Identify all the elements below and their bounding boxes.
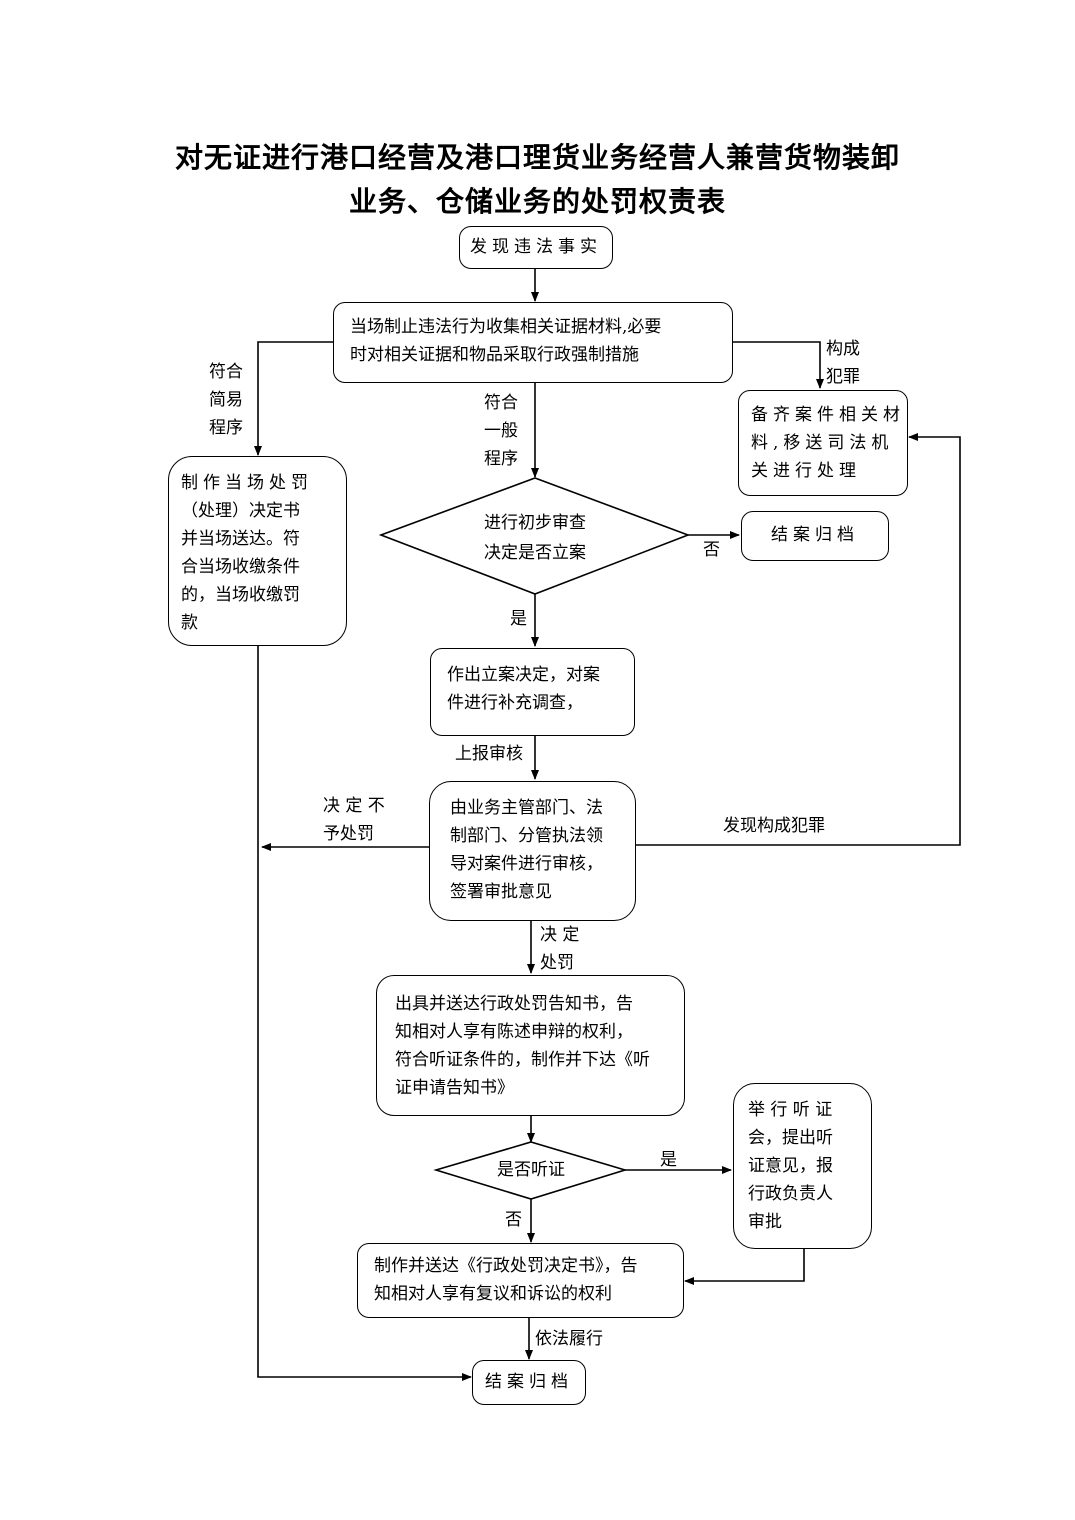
label-text: 程序 xyxy=(484,449,518,469)
node-text: 出具并送达行政处罚告知书，告 xyxy=(395,994,633,1014)
node-text: （处理）决定书 xyxy=(181,501,300,521)
node-text: 作出立案决定，对案 xyxy=(447,665,600,685)
label-yes-2: 是 xyxy=(660,1150,677,1170)
node-text: 制部门、分管执法领 xyxy=(450,826,603,846)
node-close-case-1: 结案归档 xyxy=(741,511,889,561)
node-text: 符合听证条件的，制作并下达《听 xyxy=(395,1050,650,1070)
node-text: 证意见，报 xyxy=(748,1156,833,1176)
label-crime-2: 发现构成犯罪 xyxy=(723,816,825,836)
node-text: 签署审批意见 xyxy=(450,882,552,902)
node-text: 知相对人享有复议和诉讼的权利 xyxy=(374,1284,612,1304)
node-file-case: 作出立案决定，对案 件进行补充调查， xyxy=(430,648,635,736)
node-text: 导对案件进行审核， xyxy=(450,854,603,874)
node-text: 并当场送达。符 xyxy=(181,529,300,549)
node-text: 当场制止违法行为收集相关证据材料,必要 xyxy=(350,317,662,337)
label-simple-procedure: 符合 简易 程序 xyxy=(209,358,243,442)
label-text: 程序 xyxy=(209,418,243,438)
label-perform: 依法履行 xyxy=(535,1329,603,1349)
label-no-1: 否 xyxy=(703,540,720,560)
node-text: 的，当场收缴罚 xyxy=(181,585,300,605)
node-review: 由业务主管部门、法 制部门、分管执法领 导对案件进行审核， 签署审批意见 xyxy=(429,781,636,921)
node-text: 决定是否立案 xyxy=(484,543,586,563)
node-penalty-decision: 制作并送达《行政处罚决定书》，告 知相对人享有复议和诉讼的权利 xyxy=(357,1243,684,1318)
node-text: 知相对人享有陈述申辩的权利， xyxy=(395,1022,633,1042)
arrow-review-to-transfer xyxy=(636,433,961,846)
node-stop-and-collect: 当场制止违法行为收集相关证据材料,必要 时对相关证据和物品采取行政强制措施 xyxy=(333,302,733,383)
node-close-case-2: 结案归档 xyxy=(472,1360,586,1405)
node-prelim-review: 进行初步审查 决定是否立案 xyxy=(450,508,620,568)
node-text: 举 行 听 证 xyxy=(748,1100,833,1120)
decision-diamond-hearing xyxy=(433,1141,628,1200)
node-text: 备齐案件相关材 xyxy=(751,405,905,425)
arrow-stop-to-simple xyxy=(254,341,333,456)
arrow-simple-to-close xyxy=(257,646,472,1381)
label-report-review: 上报审核 xyxy=(455,744,523,764)
node-hold-hearing: 举 行 听 证 会，提出听 证意见，报 行政负责人 审批 xyxy=(733,1083,872,1249)
node-text: 料,移送司法机 xyxy=(751,433,894,453)
label-text: 符合 xyxy=(484,393,518,413)
label-no-2: 否 xyxy=(505,1210,522,1230)
node-hearing-question: 是否听证 xyxy=(466,1157,596,1183)
node-text: 进行初步审查 xyxy=(484,513,586,533)
node-text: 由业务主管部门、法 xyxy=(450,798,603,818)
decision-diamond-prelim xyxy=(378,477,691,595)
node-text: 审批 xyxy=(748,1212,782,1232)
label-text: 简易 xyxy=(209,390,243,410)
node-text: 结案归档 xyxy=(771,525,859,545)
label-text: 符合 xyxy=(209,362,243,382)
label-general-procedure: 符合 一般 程序 xyxy=(484,389,518,473)
label-no-penalty: 决 定 不 予处罚 xyxy=(323,792,385,848)
node-text: 会，提出听 xyxy=(748,1128,833,1148)
label-decide-penalty: 决 定 处罚 xyxy=(540,921,579,977)
node-text: 发现违法事实 xyxy=(470,237,602,257)
node-text: 证申请告知书》 xyxy=(395,1078,514,1098)
label-text: 予处罚 xyxy=(323,824,374,844)
label-yes-1: 是 xyxy=(510,609,527,629)
arrow-hearing-to-decision xyxy=(684,1249,805,1285)
page-title-line2: 业务、仓储业务的处罚权责表 xyxy=(348,185,726,218)
node-simple-penalty: 制作当场处罚 （处理）决定书 并当场送达。符 合当场收缴条件 的，当场收缴罚 款 xyxy=(168,456,347,646)
node-text: 制作并送达《行政处罚决定书》，告 xyxy=(374,1256,638,1276)
node-text: 是否听证 xyxy=(497,1160,565,1180)
label-text: 犯罪 xyxy=(826,367,860,387)
node-text: 时对相关证据和物品采取行政强制措施 xyxy=(350,345,639,365)
page-title-line1: 对无证进行港口经营及港口理货业务经营人兼营货物装卸 xyxy=(174,141,900,174)
label-text: 构成 xyxy=(826,339,860,359)
node-penalty-notice: 出具并送达行政处罚告知书，告 知相对人享有陈述申辩的权利， 符合听证条件的，制作… xyxy=(376,975,685,1116)
label-crime-1: 构成 犯罪 xyxy=(826,335,860,391)
node-text: 款 xyxy=(181,613,198,633)
label-text: 一般 xyxy=(484,421,518,441)
node-transfer-judicial: 备齐案件相关材 料,移送司法机 关进行处理 xyxy=(738,390,908,496)
node-text: 结案归档 xyxy=(485,1372,573,1392)
node-discover-violation: 发现违法事实 xyxy=(459,226,613,269)
label-text: 决 定 不 xyxy=(323,796,385,816)
node-text: 件进行补充调查， xyxy=(447,693,583,713)
label-text: 决 定 xyxy=(540,925,580,945)
node-text: 关进行处理 xyxy=(751,461,861,481)
node-text: 制作当场处罚 xyxy=(181,473,313,493)
label-text: 处罚 xyxy=(540,953,574,973)
node-text: 合当场收缴条件 xyxy=(181,557,300,577)
arrow-stop-to-transfer xyxy=(733,341,824,389)
node-text: 行政负责人 xyxy=(748,1184,833,1204)
